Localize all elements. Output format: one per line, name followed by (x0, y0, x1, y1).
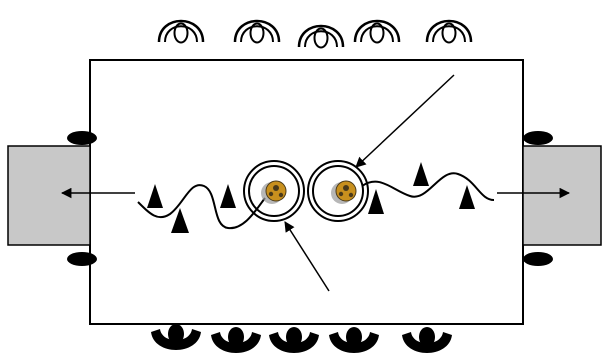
cone-icon (459, 185, 475, 209)
post-marker-icon (67, 252, 97, 266)
post-marker-icon (523, 252, 553, 266)
soccer-ball-icon (261, 180, 287, 204)
right-goal-box (522, 145, 602, 246)
open-arch-player-icon (157, 19, 205, 44)
cone-icon (368, 189, 384, 214)
pitch-outline (89, 59, 524, 325)
open-arch-player-icon (425, 19, 473, 44)
arrow-icon (355, 74, 455, 168)
right-center-circle-inner (312, 165, 364, 217)
top-players (157, 19, 473, 49)
open-arch-player-icon (233, 19, 281, 44)
filled-player-icon (269, 327, 319, 353)
left-center-circle-outer (243, 160, 305, 222)
cone-icon (413, 162, 429, 186)
soccer-ball-icon (331, 180, 357, 204)
arrow-icon (284, 221, 330, 292)
cone-icon (220, 184, 236, 208)
open-arch-player-icon (297, 24, 345, 49)
open-arch-player-icon (353, 19, 401, 44)
filled-player-icon (151, 324, 201, 350)
bottom-players (151, 324, 452, 353)
cone-icon (171, 208, 189, 233)
post-marker-icon (523, 131, 553, 145)
left-goal-box (7, 145, 91, 246)
filled-player-icon (329, 327, 379, 353)
left-dribble-path (137, 184, 266, 230)
cone-icon (147, 184, 163, 208)
post-marker-icon (67, 131, 97, 145)
right-dribble-path (361, 172, 495, 201)
left-center-circle-inner (248, 165, 300, 217)
filled-player-icon (211, 327, 261, 353)
filled-player-icon (402, 327, 452, 353)
right-center-circle-outer (307, 160, 369, 222)
